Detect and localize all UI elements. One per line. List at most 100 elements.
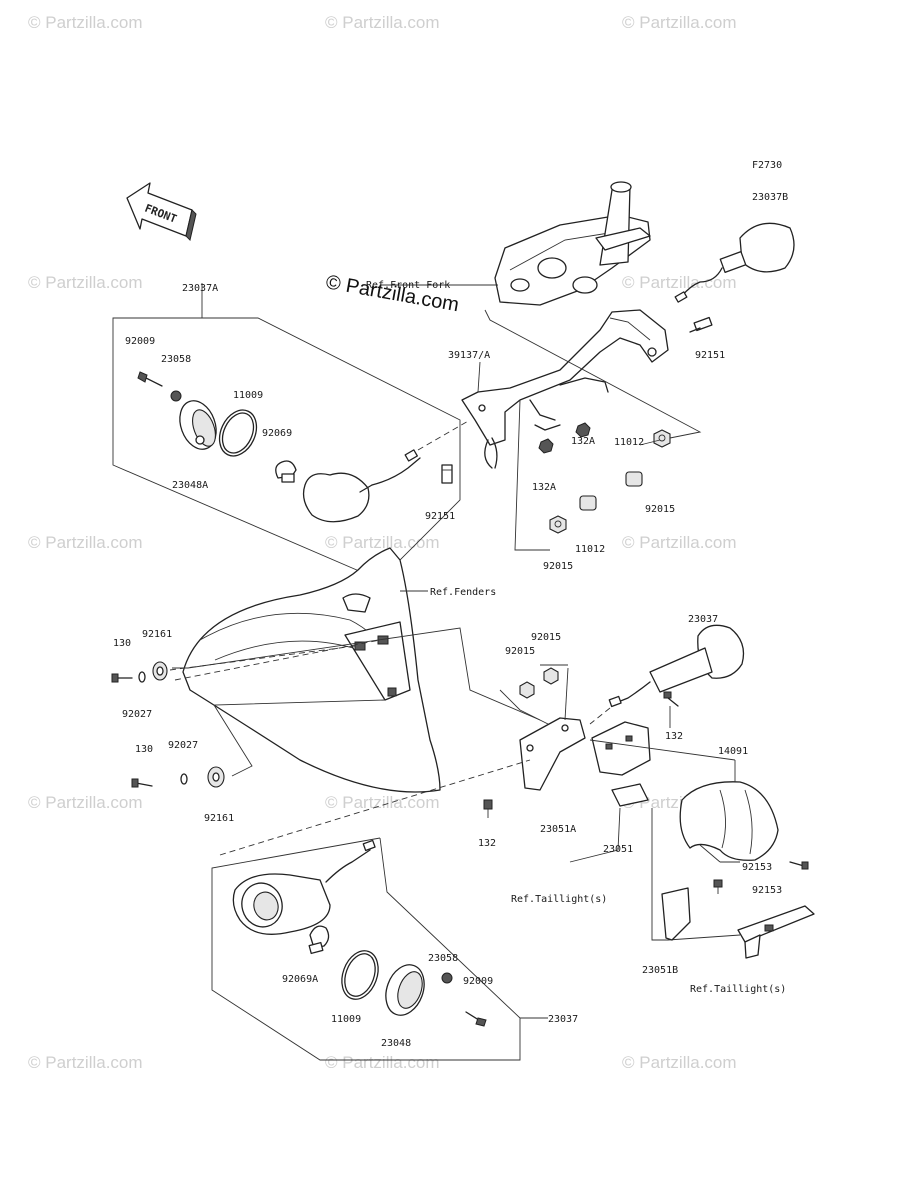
part-label: 39137/A — [448, 350, 490, 361]
part-label: 92161 — [204, 813, 234, 824]
part-label: 23058 — [428, 953, 458, 964]
part-label: 132 — [665, 731, 683, 742]
figure-code: F2730 — [752, 160, 782, 171]
washer-23058 — [170, 390, 182, 402]
assembly-box-23037 — [211, 837, 521, 1061]
screw-92009 — [465, 1011, 487, 1027]
nut-92015 — [549, 515, 567, 534]
grommet-92161 — [207, 766, 225, 788]
part-label: 23051B — [642, 965, 678, 976]
front-direction-arrow: FRONT — [126, 182, 197, 241]
watermark: © Partzilla.com — [28, 533, 143, 552]
turn-signal-housing-23037 — [232, 839, 376, 935]
part-label: 92015 — [543, 561, 573, 572]
grommet-92161 — [152, 661, 168, 681]
leader-lines-fender — [172, 627, 561, 777]
screw-92153 — [789, 861, 809, 870]
part-label: 92015 — [531, 632, 561, 643]
watermark: © Partzilla.com — [28, 793, 143, 812]
part-label: 23048A — [172, 480, 208, 491]
part-label: 92015 — [645, 504, 675, 515]
part-label: 14091 — [718, 746, 748, 757]
collar-11012 — [625, 471, 643, 487]
part-label: 92069A — [282, 974, 318, 985]
lens-23048A — [179, 400, 217, 450]
part-label: 92151 — [425, 511, 455, 522]
watermark: © Partzilla.com — [622, 13, 737, 32]
turn-signal-23037B — [674, 222, 795, 303]
watermark: © Partzilla.com — [325, 533, 440, 552]
bolt-132 — [483, 799, 493, 818]
gasket-11009 — [341, 950, 379, 1000]
part-label: 130 — [113, 638, 131, 649]
part-label: 23037 — [548, 1014, 578, 1025]
collar-11012 — [579, 495, 597, 511]
nut-132A — [538, 422, 591, 454]
bolt-92151 — [441, 464, 453, 484]
bracket-23051B — [661, 887, 815, 959]
part-label: 11009 — [331, 1014, 361, 1025]
bracket-23051A — [519, 717, 586, 791]
washer-92027 — [138, 671, 146, 683]
nut-92015 — [543, 667, 559, 685]
washer-23058 — [441, 972, 453, 984]
leader-lines-cover — [589, 739, 740, 863]
part-label: 132A — [532, 482, 556, 493]
watermark: © Partzilla.com — [325, 793, 440, 812]
part-label: 92015 — [505, 646, 535, 657]
part-label: 132A — [571, 436, 595, 447]
bolt-130 — [111, 673, 133, 683]
part-label: 92027 — [122, 709, 152, 720]
leader-lines-bracket — [219, 664, 741, 941]
screw-92153 — [713, 879, 723, 894]
watermark: © Partzilla.com — [28, 1053, 143, 1072]
washer-92027 — [180, 773, 188, 785]
part-label: 92151 — [695, 350, 725, 361]
turn-signal-23037A — [302, 419, 471, 523]
bolt-92151 — [689, 316, 713, 333]
bulb-92069A — [308, 925, 330, 955]
signal-bracket-39137A — [461, 309, 669, 469]
watermark: © Partzilla.com — [28, 13, 143, 32]
gasket-11009 — [218, 409, 258, 457]
part-label: Ref.Front Fork — [366, 280, 450, 291]
part-label: 11012 — [575, 544, 605, 555]
part-label: 23048 — [381, 1038, 411, 1049]
nut-92015 — [653, 429, 671, 448]
part-label: 92009 — [463, 976, 493, 987]
watermark: © Partzilla.com — [28, 273, 143, 292]
lens-23048 — [385, 964, 425, 1016]
part-label: 92009 — [125, 336, 155, 347]
watermark: © Partzilla.com — [622, 273, 737, 292]
nut-92015 — [519, 681, 535, 699]
watermark: © Partzilla.com — [325, 1053, 440, 1072]
part-label: 11009 — [233, 390, 263, 401]
watermark: © Partzilla.com — [622, 533, 737, 552]
part-label: Ref.Fenders — [430, 587, 496, 598]
front-fender — [169, 547, 441, 793]
part-label: 23051 — [603, 844, 633, 855]
bracket-23051 — [591, 721, 651, 807]
watermark: © Partzilla.com — [622, 1053, 737, 1072]
part-label: 11012 — [614, 437, 644, 448]
part-label: 23058 — [161, 354, 191, 365]
bolt-132 — [663, 691, 679, 707]
front-fork-bracket — [494, 181, 651, 306]
part-labels: 23037A 23037B 92009 23058 11009 92069 23… — [113, 192, 788, 1049]
part-label: 23037 — [688, 614, 718, 625]
part-label: 23037A — [182, 283, 218, 294]
leader-lines-upper — [477, 309, 702, 551]
bulb-92069 — [275, 460, 297, 483]
cover-14091 — [679, 760, 779, 861]
part-label: 130 — [135, 744, 153, 755]
screw-92009 — [137, 371, 163, 387]
part-label: 92153 — [742, 862, 772, 873]
watermark-layer: © Partzilla.com © Partzilla.com © Partzi… — [28, 13, 737, 1072]
part-label: Ref.Taillight(s) — [690, 984, 786, 995]
part-label: 92161 — [142, 629, 172, 640]
part-label: 132 — [478, 838, 496, 849]
watermark: © Partzilla.com — [325, 13, 440, 32]
part-label: 23051A — [540, 824, 576, 835]
